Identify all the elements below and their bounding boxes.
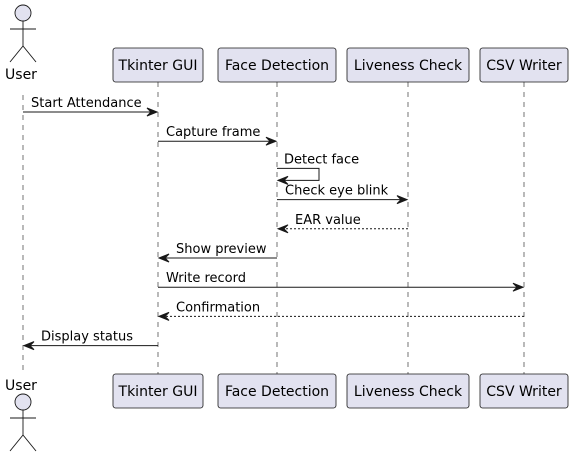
message-label: EAR value	[295, 213, 361, 228]
participant-label: User	[5, 67, 37, 83]
participant-user-top: User	[5, 4, 37, 83]
arrowhead	[265, 136, 278, 146]
participant-label: Face Detection	[225, 58, 329, 74]
arrowhead	[396, 195, 409, 205]
message-3: Detect face	[276, 152, 359, 185]
participant-csv-bottom: CSV Writer	[479, 373, 569, 409]
participant-label: Liveness Check	[354, 58, 463, 74]
message-2: Capture frame	[158, 125, 278, 146]
arrowhead	[22, 341, 35, 351]
participant-label: CSV Writer	[486, 58, 562, 74]
participant-box	[112, 47, 204, 83]
participant-csv-top: CSV Writer	[479, 47, 569, 83]
participant-label: CSV Writer	[486, 384, 562, 400]
message-label: Capture frame	[166, 125, 260, 140]
arrowhead	[276, 175, 289, 185]
participant-gui-bottom: Tkinter GUI	[112, 373, 204, 409]
message-label: Display status	[41, 330, 133, 345]
message-4: Check eye blink	[277, 184, 409, 205]
participant-face-top: Face Detection	[217, 47, 337, 83]
arrowhead	[146, 107, 159, 117]
participant-label: Liveness Check	[354, 384, 463, 400]
participant-face-bottom: Face Detection	[217, 373, 337, 409]
actor-head	[14, 393, 32, 411]
participant-gui-top: Tkinter GUI	[112, 47, 204, 83]
message-line	[277, 167, 320, 181]
arrowhead	[512, 282, 525, 292]
participant-box	[346, 373, 470, 409]
participant-box	[479, 373, 569, 409]
participant-box	[112, 373, 204, 409]
actor-left-leg	[9, 45, 24, 63]
actor-right-leg	[22, 45, 37, 63]
actor-head	[14, 4, 32, 22]
actor-left-leg	[9, 434, 24, 452]
message-8: Confirmation	[157, 300, 524, 321]
participant-box	[217, 47, 337, 83]
arrowhead	[157, 253, 170, 263]
participant-live-bottom: Liveness Check	[346, 373, 470, 409]
message-6: Show preview	[157, 242, 277, 263]
message-label: Confirmation	[176, 300, 260, 315]
participant-label: Tkinter GUI	[118, 58, 198, 74]
participant-label: Tkinter GUI	[118, 384, 198, 400]
message-7: Write record	[158, 271, 525, 292]
participant-label: User	[5, 378, 37, 394]
arrowhead	[276, 224, 289, 234]
arrowhead	[157, 311, 170, 321]
participant-user-bottom: User	[5, 378, 37, 452]
participant-label: Face Detection	[225, 384, 329, 400]
message-label: Detect face	[284, 152, 359, 167]
participant-box	[217, 373, 337, 409]
message-5: EAR value	[276, 213, 408, 234]
participant-box	[479, 47, 569, 83]
message-1: Start Attendance	[23, 96, 159, 117]
participant-box	[346, 47, 470, 83]
message-label: Show preview	[176, 242, 267, 257]
message-label: Start Attendance	[31, 96, 142, 111]
message-label: Write record	[166, 271, 246, 286]
actor-right-leg	[22, 434, 37, 452]
participant-live-top: Liveness Check	[346, 47, 470, 83]
message-9: Display status	[22, 330, 158, 351]
message-label: Check eye blink	[285, 184, 389, 199]
